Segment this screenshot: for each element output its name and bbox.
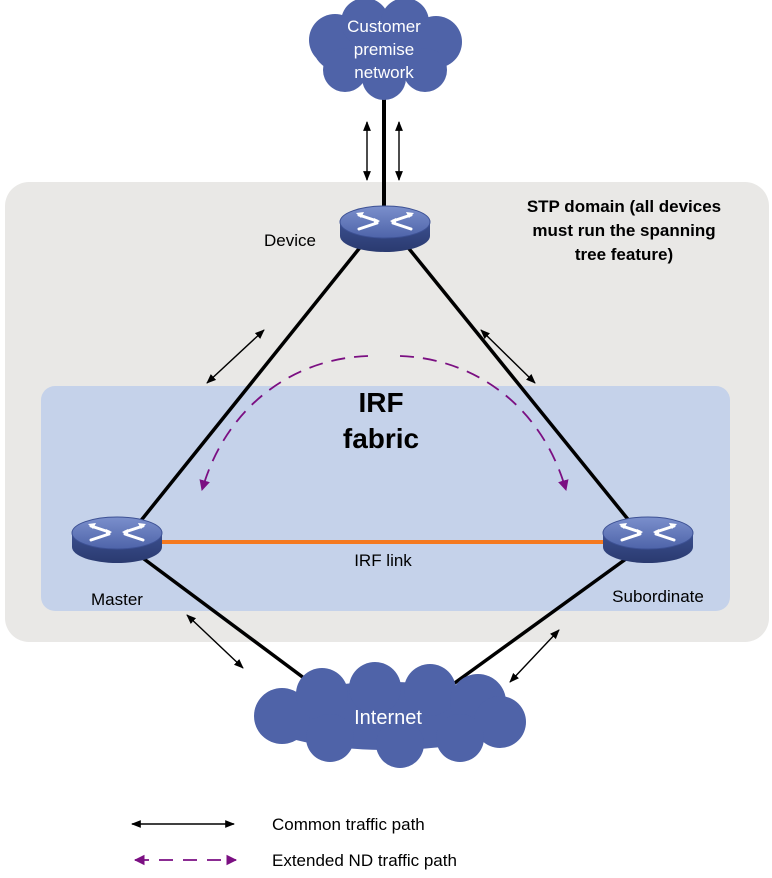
- extended-nd-path-right: [399, 355, 569, 492]
- stp-domain-label-2: must run the spanning: [532, 221, 715, 240]
- device-switch-icon: [338, 204, 432, 254]
- traffic-arrow-master-internet: [186, 614, 244, 669]
- stp-domain-label-1: STP domain (all devices: [527, 197, 721, 216]
- extended-nd-path-left: [199, 355, 369, 492]
- traffic-arrow-subordinate-internet: [509, 629, 560, 683]
- master-switch-icon: [70, 515, 164, 565]
- device-label: Device: [264, 231, 316, 250]
- master-label: Master: [91, 590, 143, 609]
- irf-fabric-label-2: fabric: [343, 423, 419, 454]
- traffic-arrow-device-master: [206, 329, 265, 384]
- subordinate-label: Subordinate: [612, 587, 704, 606]
- customer-cloud-label-3: network: [354, 63, 414, 82]
- internet-cloud-label: Internet: [354, 707, 422, 729]
- irf-link-label: IRF link: [354, 551, 412, 570]
- traffic-arrow-device-subordinate: [480, 329, 536, 384]
- legend-common-label: Common traffic path: [272, 815, 425, 834]
- internet-cloud-icon: [254, 662, 526, 768]
- customer-cloud-label-2: premise: [354, 40, 414, 59]
- irf-fabric-area: [41, 386, 730, 611]
- link-subordinate-internet: [443, 554, 632, 692]
- irf-fabric-label-1: IRF: [358, 387, 403, 418]
- legend-extended-label: Extended ND traffic path: [272, 851, 457, 870]
- stp-domain-label-3: tree feature): [575, 245, 673, 264]
- link-device-master: [133, 243, 364, 530]
- customer-cloud-label-1: Customer: [347, 17, 421, 36]
- customer-cloud-icon: [309, 0, 462, 100]
- subordinate-switch-icon: [601, 515, 695, 565]
- link-device-subordinate: [404, 243, 637, 530]
